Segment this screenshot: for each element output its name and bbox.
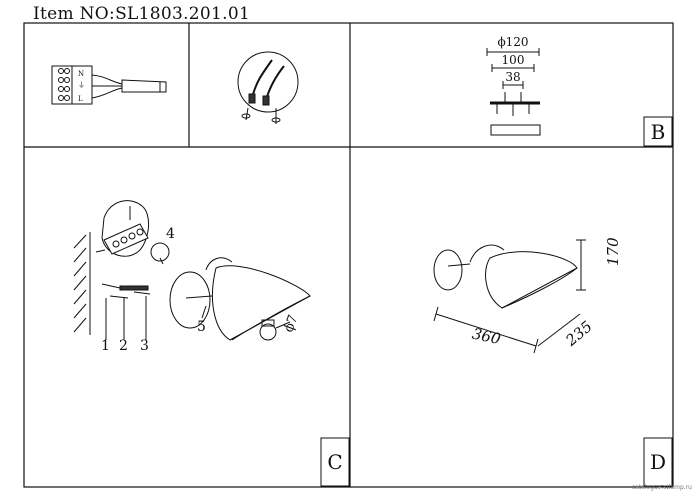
dim-line-length: [435, 313, 537, 347]
leader-6: [275, 321, 291, 329]
dimension-drawing: [433, 239, 586, 354]
part-label-5: 5: [197, 319, 206, 335]
dim-outer-label: ϕ120: [497, 35, 528, 49]
lamp-arm: [205, 257, 233, 271]
lamp-shade-d: [485, 251, 578, 309]
panel-letter-c: C: [327, 450, 343, 474]
svg-text:L: L: [78, 95, 83, 103]
dim-height-label: 170: [604, 237, 622, 266]
dim-line-depth: [537, 313, 581, 347]
part-label-2: 2: [119, 338, 128, 354]
watermark: catalogue.stlamp.ru: [631, 484, 692, 491]
cable-jacket: [121, 79, 167, 93]
panel-letter-b: B: [650, 120, 666, 144]
cable-loop: [150, 242, 170, 262]
sheet-border: [23, 22, 674, 488]
wire-detail-drawing: [237, 51, 299, 124]
wall-base-d: [433, 249, 463, 291]
wire: [91, 74, 123, 85]
dim-mid-label: 100: [502, 53, 525, 67]
lamp-arm-d: [469, 244, 505, 263]
item-number-title: Item NO:SL1803.201.01: [33, 4, 251, 24]
terminal-block-wiring-drawing: N ⏚ L: [51, 65, 167, 105]
assembly-drawing: [73, 200, 311, 341]
wall-hatching: [73, 234, 87, 333]
svg-text:⏚: ⏚: [78, 81, 85, 89]
part-label-1: 1: [101, 338, 110, 354]
detail-circle: [237, 51, 299, 113]
dim-depth-label: 235: [561, 317, 595, 350]
wall-base-plate: [169, 271, 211, 329]
bulb: [259, 323, 277, 341]
wire: [91, 87, 123, 99]
canopy-rect: [490, 124, 541, 136]
dim-length-label: 360: [471, 325, 503, 349]
leader-5: [201, 305, 207, 319]
svg-text:N: N: [78, 70, 84, 78]
panel-grid: [23, 22, 674, 488]
part-label-4: 4: [166, 226, 175, 242]
part-label-6: ϕ7: [281, 313, 301, 334]
letter-boxes: [320, 116, 673, 487]
panel-letter-d: D: [649, 450, 667, 474]
dim-inner-label: 38: [505, 70, 520, 84]
part-label-3: 3: [140, 338, 149, 354]
mounting-plate-drawing: [486, 48, 541, 136]
